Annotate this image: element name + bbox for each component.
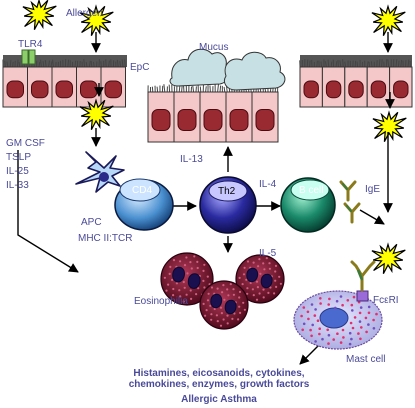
cell-nucleus <box>204 110 222 131</box>
cell-nucleus <box>81 81 98 98</box>
arrow-mast-to-mediators <box>300 344 320 364</box>
label-il13: IL-13 <box>180 154 203 165</box>
epithelium-right-cell <box>367 67 389 107</box>
tlr4-receptor <box>22 50 35 64</box>
epithelium-right-cell <box>322 67 344 107</box>
allergen-star <box>372 6 405 35</box>
epithelium-center-cell <box>226 92 252 142</box>
apc-dendritic-cell <box>76 152 124 192</box>
cell-nucleus <box>349 81 363 98</box>
label-mediators-2: chemokines, enzymes, growth factors <box>129 379 310 390</box>
epithelium-center-cell <box>174 92 200 142</box>
label-il4: IL-4 <box>259 179 277 190</box>
eosinophil <box>200 281 248 329</box>
cell-nucleus <box>326 81 340 98</box>
epithelium-center-cell <box>148 92 174 142</box>
label-cd4: CD4 <box>132 185 152 196</box>
label-il5: IL-5 <box>259 248 277 259</box>
label-ige: IgE <box>365 184 380 195</box>
cell-nucleus <box>152 110 170 131</box>
ige-antibodies <box>341 182 359 222</box>
cell-nucleus <box>56 81 73 98</box>
cell-nucleus <box>371 81 385 98</box>
cell-nucleus <box>304 81 318 98</box>
epithelium-center-cell <box>200 92 226 142</box>
epithelium-right <box>300 55 412 107</box>
allergen-star <box>23 0 56 29</box>
cell-nucleus <box>394 81 408 98</box>
epithelium-right-cell <box>390 67 412 107</box>
label-mediators-1: Histamines, eicosanoids, cytokines, <box>133 368 304 379</box>
eosinophils <box>161 253 284 329</box>
epithelium-left-cell <box>52 67 77 107</box>
label-epc: EpC <box>130 62 149 73</box>
cell-nucleus <box>178 110 196 131</box>
ige-y <box>345 204 359 222</box>
label-apc: APC <box>81 217 102 228</box>
mucus-blob <box>170 49 285 90</box>
epithelium-center-cell <box>252 92 278 142</box>
epithelium-right-cell <box>345 67 367 107</box>
mast-cell <box>294 262 382 349</box>
label-allergen: Allergen <box>66 8 103 19</box>
allergen-star <box>373 112 406 141</box>
label-bcell: B cell <box>299 185 323 196</box>
cell-nucleus <box>105 81 122 98</box>
allergen-star <box>372 244 405 273</box>
label-th2: Th2 <box>218 186 236 197</box>
label-fceri: FcεRI <box>373 295 399 306</box>
label-cytokine-0: GM CSF <box>6 138 45 149</box>
epithelium-left-cell <box>77 67 102 107</box>
fceri-receptor <box>357 291 368 301</box>
label-eosinophilia: Eosinophilia <box>134 296 188 307</box>
epithelium-left-cell <box>28 67 53 107</box>
ige-y <box>341 182 355 200</box>
label-mast-cell: Mast cell <box>346 354 385 365</box>
label-mucus: Mucus <box>199 42 228 53</box>
epithelium-left-cell <box>3 67 28 107</box>
arrow-ige-to-mast <box>360 210 384 224</box>
label-cytokine-1: TSLP <box>6 152 31 163</box>
cell-nucleus <box>256 110 274 131</box>
cell-nucleus <box>230 110 248 131</box>
label-mhc: MHC II:TCR <box>78 233 132 244</box>
label-tlr4: TLR4 <box>18 39 43 50</box>
epithelium-center <box>148 84 278 142</box>
label-cytokine-2: IL-25 <box>6 166 29 177</box>
apc-nucleus <box>99 172 109 182</box>
label-cytokine-3: IL-33 <box>6 180 29 191</box>
mast-ige <box>352 262 374 290</box>
label-title: Allergic Asthma <box>181 394 257 405</box>
cell-nucleus <box>7 81 24 98</box>
epithelium-right-cell <box>300 67 322 107</box>
cell-nucleus <box>32 81 49 98</box>
